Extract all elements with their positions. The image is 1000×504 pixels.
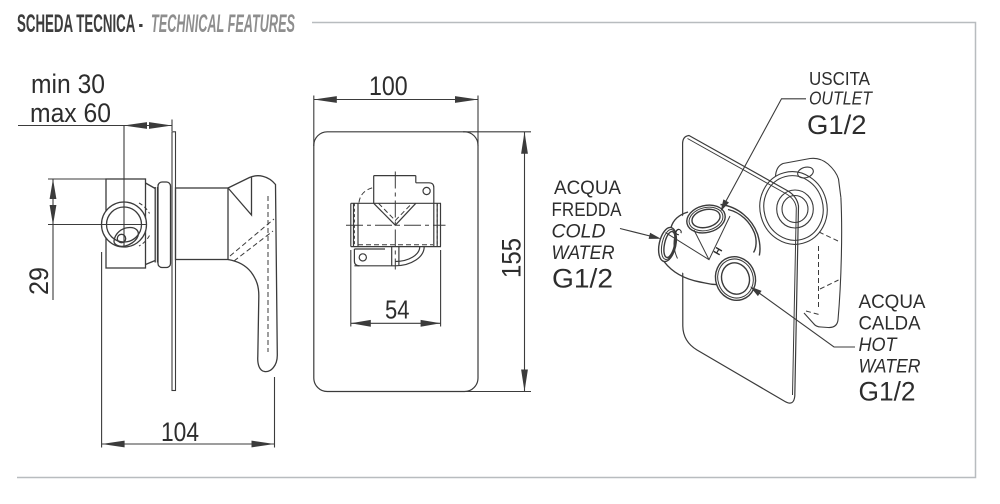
svg-text:FREDDA: FREDDA <box>552 200 622 221</box>
svg-text:TECHNICAL FEATURES: TECHNICAL FEATURES <box>151 10 295 38</box>
svg-text:SCHEDA TECNICA -: SCHEDA TECNICA - <box>17 10 143 38</box>
svg-text:H: H <box>712 246 725 258</box>
svg-text:HOT: HOT <box>859 335 898 356</box>
svg-text:54: 54 <box>385 297 410 325</box>
svg-text:WATER: WATER <box>859 357 921 378</box>
svg-text:104: 104 <box>161 417 199 447</box>
svg-text:100: 100 <box>369 71 408 101</box>
svg-text:max 60: max 60 <box>30 98 111 128</box>
svg-text:CALDA: CALDA <box>859 313 921 334</box>
svg-text:G1/2: G1/2 <box>552 264 613 294</box>
svg-text:G1/2: G1/2 <box>807 110 867 140</box>
svg-text:ACQUA: ACQUA <box>859 292 926 313</box>
svg-text:OUTLET: OUTLET <box>809 88 873 109</box>
svg-text:USCITA: USCITA <box>809 68 871 89</box>
svg-text:G1/2: G1/2 <box>859 377 916 407</box>
svg-text:COLD: COLD <box>552 221 606 242</box>
svg-text:C: C <box>672 226 684 237</box>
svg-text:29: 29 <box>24 267 54 295</box>
svg-text:min 30: min 30 <box>31 69 105 99</box>
svg-text:155: 155 <box>497 238 527 278</box>
svg-text:WATER: WATER <box>552 243 615 264</box>
svg-text:ACQUA: ACQUA <box>554 178 621 199</box>
